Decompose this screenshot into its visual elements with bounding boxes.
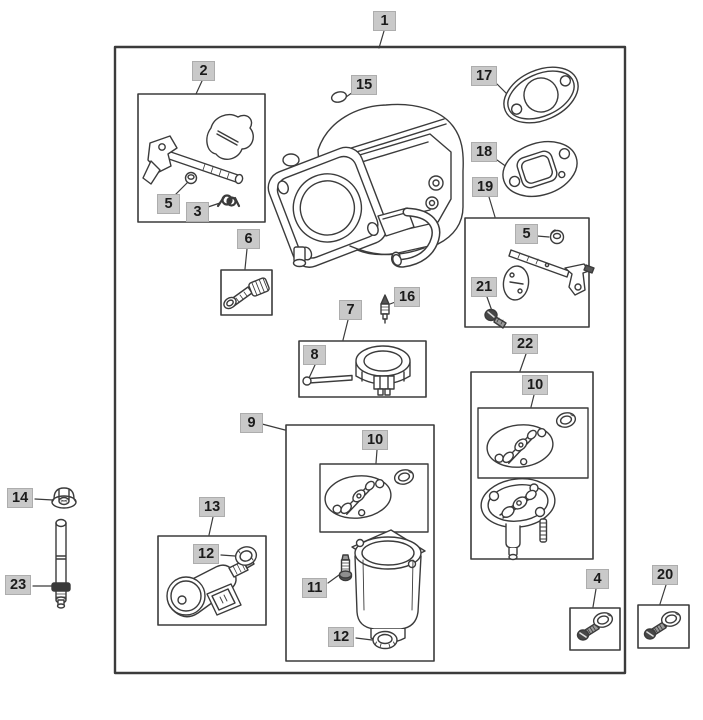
leader-line-8	[308, 364, 316, 379]
stud-23-drawing	[51, 518, 71, 609]
diaphragm-gasket-10a-drawing	[484, 420, 556, 472]
group-box-4	[569, 607, 621, 651]
float-pin-8-drawing	[302, 374, 353, 386]
group-box-10b	[319, 463, 429, 533]
callout-19: 19	[472, 177, 499, 197]
leader-line-12b	[355, 637, 373, 641]
callout-17: 17	[471, 66, 498, 86]
leader-line-14	[34, 498, 54, 501]
nut-5a-drawing	[184, 171, 198, 185]
carburetor-body-drawing	[267, 103, 464, 268]
callout-9: 9	[240, 413, 263, 433]
callout-7: 7	[339, 300, 362, 320]
gasket-18-drawing	[502, 140, 578, 198]
group-box-7	[298, 340, 427, 398]
leader-line-22	[519, 353, 527, 372]
choke-shaft-drawing	[508, 249, 595, 296]
idle-screw-drawing	[223, 286, 253, 310]
leader-line-10a	[530, 394, 535, 408]
group-box-10a	[477, 407, 589, 479]
main-assembly-box	[113, 45, 627, 675]
leader-line-1	[378, 30, 385, 49]
leader-line-13	[208, 516, 214, 536]
group-box-2	[137, 93, 266, 223]
leader-line-9	[261, 423, 286, 431]
callout-23: 23	[5, 575, 32, 595]
callout-6: 6	[237, 229, 260, 249]
oring-10b-drawing	[392, 467, 416, 487]
oring-12a-drawing	[234, 546, 258, 566]
gasket-17-drawing	[503, 66, 579, 124]
bowl-cover-22-drawing	[480, 478, 556, 561]
callout-18: 18	[471, 142, 498, 162]
callout-15: 15	[351, 75, 378, 95]
leader-line-21	[486, 296, 493, 312]
callout-16: 16	[394, 287, 421, 307]
throttle-shaft-drawing	[142, 135, 244, 185]
callout-11: 11	[302, 578, 328, 598]
leader-line-4	[592, 588, 597, 608]
callout-5a: 5	[157, 194, 180, 214]
callout-14: 14	[7, 488, 34, 508]
group-box-20	[637, 604, 690, 649]
callout-22: 22	[512, 334, 539, 354]
screw-21-drawing	[484, 308, 507, 329]
throttle-plate-drawing	[206, 113, 254, 160]
callout-13: 13	[199, 497, 226, 517]
callout-5b: 5	[515, 224, 538, 244]
leader-line-2	[195, 80, 203, 95]
leader-line-3	[207, 202, 221, 208]
idle-spring-drawing	[248, 277, 270, 297]
needle-valve-16-drawing	[380, 294, 390, 324]
callout-12a: 12	[193, 544, 220, 564]
spring-3-drawing	[216, 194, 241, 208]
leader-line-10b	[375, 449, 378, 464]
group-box-9	[285, 424, 435, 662]
float-7-drawing	[355, 345, 411, 396]
leader-line-19	[488, 196, 496, 218]
oring-10a-drawing	[554, 410, 578, 430]
callout-8: 8	[303, 345, 326, 365]
welch-plug-15-drawing	[330, 91, 348, 103]
bowl-nut-12b-drawing	[372, 630, 398, 650]
group-box-22	[470, 371, 594, 560]
group-box-13	[157, 535, 267, 626]
leader-lines	[32, 30, 667, 641]
leader-line-5a	[174, 181, 189, 196]
callout-20: 20	[652, 565, 679, 585]
callout-2: 2	[192, 61, 215, 81]
choke-plate-drawing	[502, 265, 530, 301]
leader-line-7	[342, 319, 349, 341]
callout-12b: 12	[328, 627, 355, 647]
fuel-bowl-drawing	[351, 529, 426, 644]
callout-1: 1	[373, 11, 396, 31]
leader-line-20	[659, 584, 667, 605]
callout-3: 3	[186, 202, 209, 222]
callout-21: 21	[471, 277, 498, 297]
bowl-screw-11-drawing	[338, 554, 353, 582]
flange-nut-14-drawing	[51, 487, 77, 509]
callout-10b: 10	[362, 430, 389, 450]
leader-line-12a	[220, 554, 236, 557]
fuel-solenoid-13-drawing	[166, 557, 255, 618]
leader-line-11	[327, 574, 340, 584]
group-box-6	[220, 269, 273, 316]
leader-line-6	[244, 248, 248, 270]
nut-5b-drawing	[549, 229, 565, 245]
callout-4: 4	[586, 569, 609, 589]
callout-10a: 10	[522, 375, 549, 395]
leader-line-5b	[536, 235, 550, 238]
diaphragm-gasket-10b-drawing	[322, 471, 394, 523]
